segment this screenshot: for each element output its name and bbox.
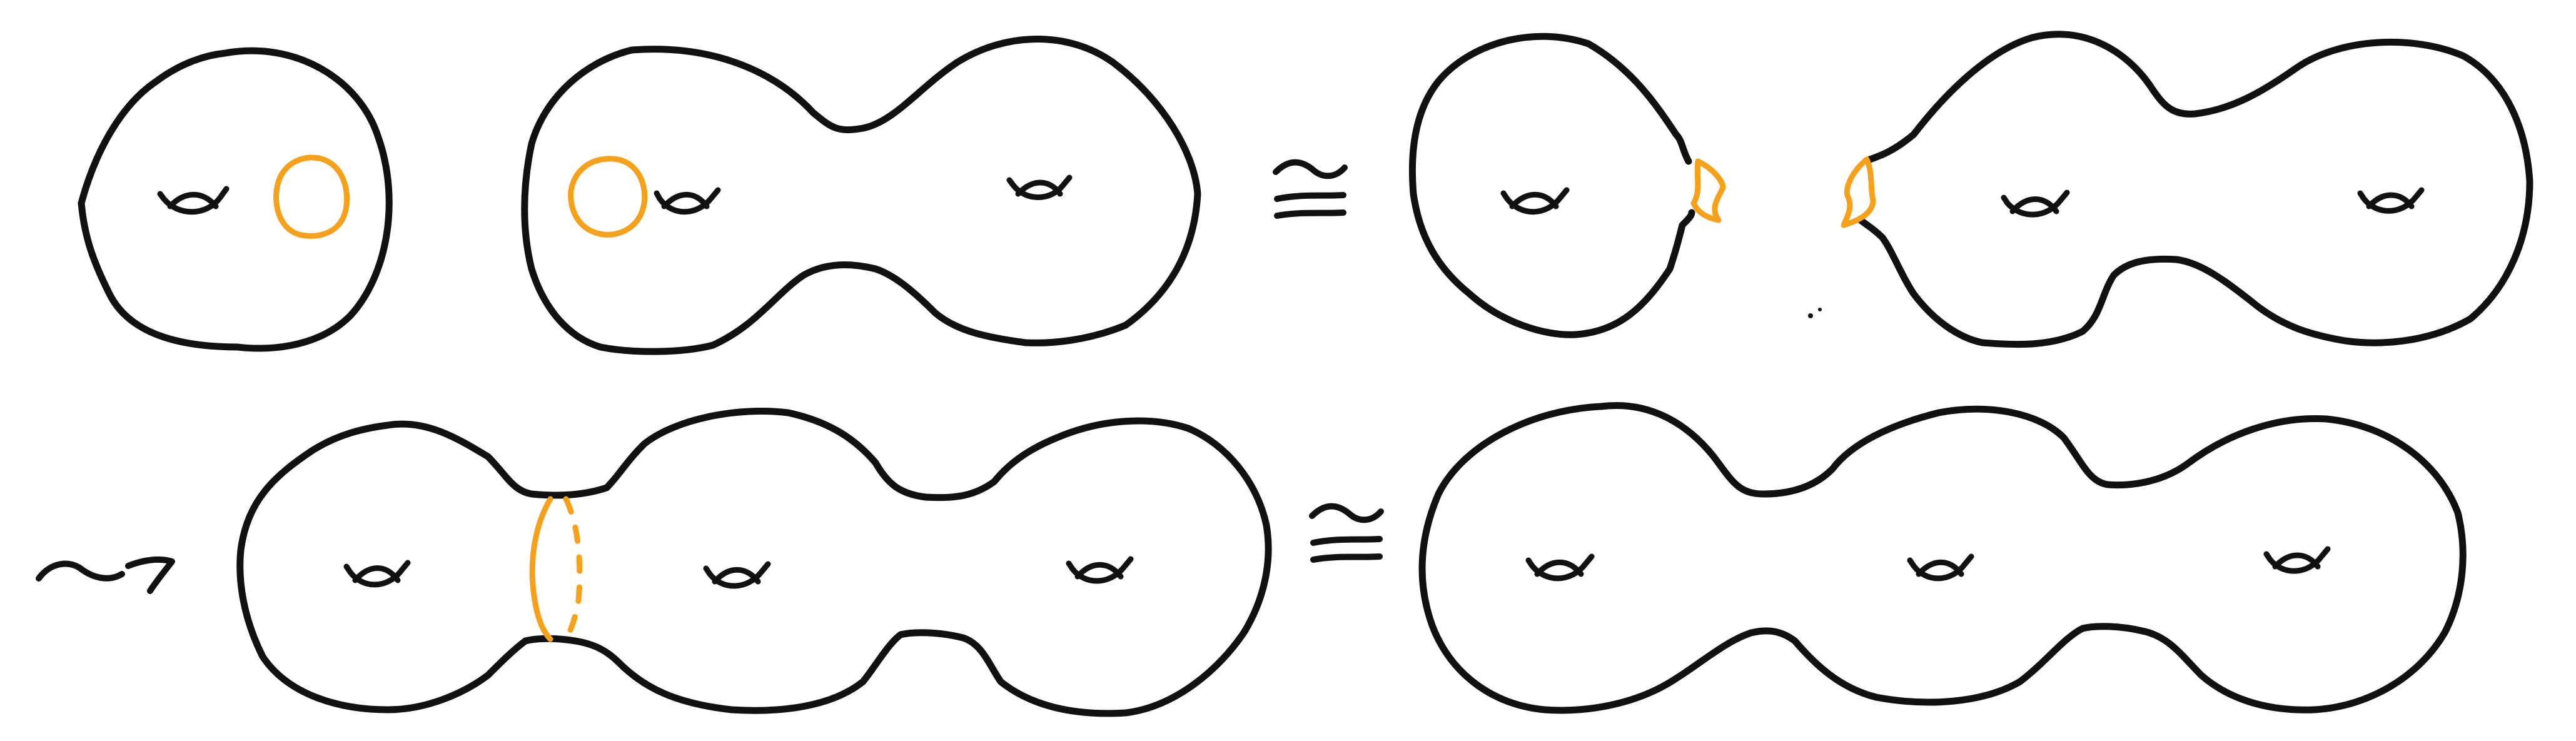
genus-2-outline: [521, 36, 1201, 355]
cut-circle: [273, 154, 350, 239]
handle-icon: [1525, 553, 1595, 582]
boundary-circle: [1690, 158, 1726, 223]
torus-outline: [1408, 33, 1695, 338]
torus-outline: [78, 47, 393, 352]
handle-icon: [654, 187, 721, 215]
handle-icon: [343, 560, 411, 588]
torus-with-circle: [78, 47, 393, 352]
gluing-circle-back: [563, 496, 583, 642]
handle-icon: [1066, 556, 1134, 584]
handle-icon: [157, 186, 230, 215]
genus-2-outline: [1857, 31, 2533, 348]
torus-minus-disk: [1408, 33, 1726, 338]
handle-icon: [1907, 553, 1974, 582]
genus-3-surface-with-gluing-circle: [236, 407, 1272, 717]
boundary-circle: [1841, 156, 1876, 228]
genus-3-outline: [236, 407, 1272, 717]
handle-icon: [1500, 187, 1570, 215]
handle-icon: [2357, 187, 2425, 214]
homeomorphic-symbol: [1309, 503, 1384, 563]
handle-icon: [2263, 546, 2331, 574]
handle-icon: [2001, 189, 2070, 218]
handle-icon: [703, 561, 771, 589]
genus-3-surface: [1418, 402, 2467, 714]
handle-icon: [1006, 174, 1073, 200]
cut-circle: [568, 156, 648, 238]
leads-to-symbol: [36, 556, 175, 594]
genus-3-outline: [1418, 402, 2467, 714]
gluing-circle: [529, 496, 553, 642]
genus-2-surface-with-circle: [521, 36, 1201, 355]
homeomorphic-symbol: [1273, 159, 1348, 219]
genus-2-surface-minus-disk: [1841, 31, 2533, 348]
